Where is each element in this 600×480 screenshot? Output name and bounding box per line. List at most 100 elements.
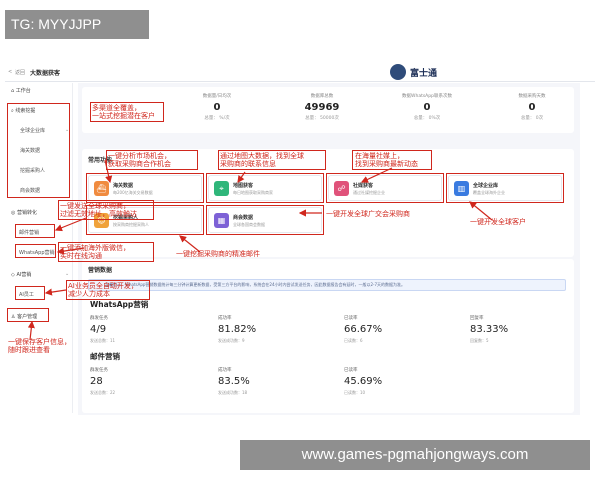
card-name: 社媒获客: [353, 183, 374, 189]
kpi-sub: 发送成功数：9: [218, 338, 245, 343]
stat-label: 数据采购天数: [518, 94, 546, 99]
sidebar-item-email[interactable]: 邮件营销: [19, 230, 40, 236]
kpi-value: 66.67%: [344, 324, 383, 335]
stat-unit: 总量： %/次: [204, 116, 230, 121]
sidebar-item-whatsapp[interactable]: WhatsApp营销: [19, 250, 55, 256]
back-arrow-icon[interactable]: <: [8, 69, 13, 75]
kpi-label: 已读率: [344, 368, 358, 373]
kpi-sub: 发送总数：22: [90, 390, 116, 395]
stat-unit: 总量： 50000次: [305, 116, 339, 121]
card-social[interactable]: ☍ 社媒获客 通过社媒挖掘企业: [328, 175, 442, 201]
card-name: 海关数据: [113, 183, 134, 189]
highlight-box-card: [206, 173, 324, 203]
back-link[interactable]: 返回: [15, 70, 26, 76]
marketing-icon: ◎: [11, 210, 17, 216]
highlight-box-card: [86, 205, 204, 235]
kpi-item: 成功率 83.5% 发送成功数：18: [218, 367, 308, 396]
stat-unit: 总量： 0%次: [413, 116, 441, 121]
stat-label: 数据库总数: [310, 94, 334, 99]
kpi-label: 成功率: [218, 316, 232, 321]
annotation-label: 一键保存客户信息， 随时跟进查看: [8, 338, 71, 354]
annotation-label: 多渠道全覆盖， 一站式挖掘潜在客户: [92, 104, 155, 120]
card-desc: 全球各国商会数据: [233, 222, 265, 227]
highlight-box-card: [206, 205, 324, 235]
home-icon: ⌂: [11, 88, 16, 94]
ai-icon: ◇: [11, 272, 17, 278]
card-desc: 通过社媒挖掘企业: [353, 190, 385, 195]
card-desc: 每日地图获取采购商家: [233, 190, 273, 195]
building-icon: ▥: [454, 181, 469, 196]
chevron-down-icon: ⌄: [65, 127, 70, 133]
card-global-companies[interactable]: ▥ 全球企业库 覆盖全球海外企业: [448, 175, 562, 201]
marketing-title: 营销数据: [88, 267, 113, 274]
sidebar-item-workbench[interactable]: ⌂ 工作台: [11, 88, 31, 94]
card-desc: 覆盖全球海外企业: [473, 190, 505, 195]
stat-value: 49969: [304, 102, 340, 113]
stat-value: 0: [423, 102, 431, 113]
sidebar-item-buyers[interactable]: 挖掘采购人: [20, 168, 46, 174]
main-panel: 数据量/日均次 0 总量： %/次 数据库总数 49969 总量： 50000次…: [78, 83, 580, 415]
notice-bar: 温馨提示：WhatsApp营销数据统计每三分钟计算更新数据，受第三方平台的影响，…: [88, 279, 566, 291]
highlight-box-email: [15, 224, 55, 238]
annotation-label: 通过地图大数据，找到全球 采购商的联系信息: [220, 152, 304, 168]
annotation-label: 一键挖掘采购商的精准邮件: [176, 250, 260, 258]
card-buyers[interactable]: ☺ 挖掘采购人 按采购商挖掘采购人: [88, 207, 202, 233]
highlight-box-acquisition: [7, 103, 70, 198]
highlight-box-card: [326, 173, 444, 203]
annotation-box: [90, 102, 164, 122]
highlight-box-customer: [7, 308, 49, 322]
card-name: 商会数据: [233, 215, 254, 221]
stat-item: 数据库总数 49969 总量： 50000次: [287, 93, 357, 121]
card-desc: 每200亿海关交易数据: [113, 190, 153, 195]
sidebar-item-chamber[interactable]: 商会数据: [20, 188, 41, 194]
kpi-sub: 已读数：10: [344, 390, 366, 395]
brand-logo-text: 富士通: [410, 69, 438, 79]
annotation-box: [66, 280, 150, 300]
top-watermark: TG: MYYJJPP: [5, 10, 149, 39]
stat-item: 数据WhatsApp联系次数 0 总量： 0%次: [392, 93, 462, 121]
sidebar-item-customs[interactable]: 海关数据: [20, 148, 41, 154]
user-icon: ♙: [11, 314, 18, 320]
annotation-box: [106, 150, 198, 170]
annotation-label: 在海量社媒上， 找到采购商最新动态: [355, 152, 418, 168]
kpi-label: 群发任务: [90, 368, 108, 373]
annotation-box: [352, 150, 432, 170]
stat-value: 0: [528, 102, 536, 113]
highlight-box-ai-staff: [15, 286, 45, 300]
kpi-value: 81.82%: [218, 324, 257, 335]
kpi-item: 回复率 83.33% 回复数：5: [470, 315, 560, 344]
stat-label: 数据量/日均次: [202, 94, 232, 99]
chevron-down-icon: ⌄: [65, 209, 70, 215]
highlight-box-card: [446, 173, 564, 203]
person-icon: ☺: [94, 213, 109, 228]
kpi-sub: 发送总数：11: [90, 338, 116, 343]
search-icon: ⌕: [11, 108, 16, 114]
annotation-label: 一键发送全球采购商， 过滤无效地址，高效触达: [60, 202, 137, 218]
stat-value: 0: [213, 102, 221, 113]
ship-icon: ⛴: [94, 181, 109, 196]
kpi-label: 已读率: [344, 316, 358, 321]
sidebar-item-acquisition[interactable]: ⌕ 线索挖掘: [11, 108, 36, 114]
kpi-item: 群发任务 28 发送总数：22: [90, 367, 180, 396]
annotation-label: 一键开发全球客户: [470, 218, 526, 226]
annotation-box: [218, 150, 326, 170]
marketing-panel: 营销数据 温馨提示：WhatsApp营销数据统计每三分钟计算更新数据，受第三方平…: [82, 259, 574, 413]
card-name: 地图获客: [233, 183, 254, 189]
annotation-label: AI业务员全自动开发， 减少人力成本: [68, 282, 138, 298]
sidebar-item-ai-staff[interactable]: AI员工: [19, 292, 34, 298]
sidebar-item-global-companies[interactable]: 全球企业库: [20, 128, 46, 134]
sidebar-item-ai-marketing[interactable]: ◇ AI营销: [11, 272, 32, 278]
kpi-item: 群发任务 4/9 发送总数：11: [90, 315, 180, 344]
sidebar-item-marketing[interactable]: ◎ 营销转化: [11, 210, 37, 216]
stat-item: 数据采购天数 0 总量： 0次: [497, 93, 567, 121]
chevron-down-icon: ⌄: [65, 271, 70, 277]
top-bar: < 返回 大数据获客 富士通: [5, 64, 595, 82]
email-section-title: 邮件营销: [90, 352, 120, 361]
sidebar-item-customer[interactable]: ♙ 客户管理: [11, 314, 38, 320]
bottom-watermark: www.games-pgmahjongways.com: [240, 440, 590, 470]
functions-title: 常用功能: [88, 157, 113, 164]
card-map[interactable]: ⌖ 地图获客 每日地图获取采购商家: [208, 175, 322, 201]
card-name: 挖掘采购人: [113, 215, 139, 221]
kpi-value: 83.33%: [470, 324, 509, 335]
app-title: 大数据获客: [30, 70, 61, 77]
